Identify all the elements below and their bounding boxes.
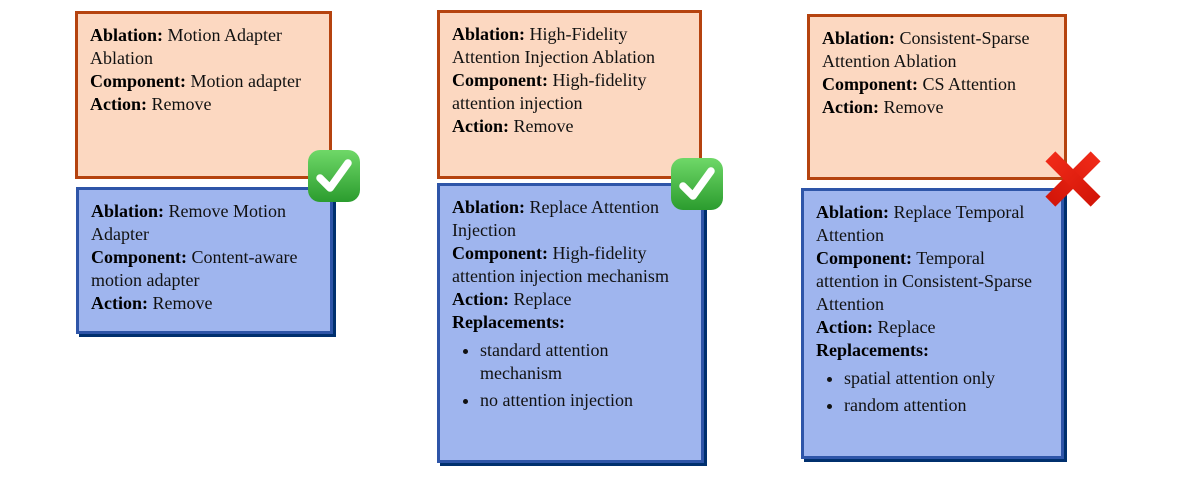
field-component: Component: Temporal attention in Consist… [816, 247, 1035, 316]
field-replacements: Replacements: [452, 311, 675, 334]
field-label: Component: [91, 247, 188, 267]
field-label: Ablation: [90, 25, 164, 45]
field-ablation: Ablation: High-Fidelity Attention Inject… [452, 23, 673, 69]
field-ablation: Ablation: Replace Attention Injection [452, 196, 675, 242]
replacement-item: no attention injection [480, 389, 675, 412]
field-label: Action: [452, 116, 509, 136]
replacement-item: spatial attention only [844, 367, 1035, 390]
field-component: Component: CS Attention [822, 73, 1038, 96]
check-mark-icon [308, 150, 360, 202]
field-value: High-Fidelity Attention Injection Ablati… [452, 24, 655, 67]
field-label: Component: [816, 248, 913, 268]
field-label: Action: [91, 293, 148, 313]
field-value: Remove [513, 116, 574, 136]
field-action: Action: Remove [822, 96, 1038, 119]
replacements-list: spatial attention only random attention [816, 367, 1035, 417]
cross-mark-icon [1045, 151, 1101, 207]
ablation-plan-box-1: Ablation: Remove Motion Adapter Componen… [76, 187, 333, 334]
field-value: Replace [877, 317, 936, 337]
ablation-spec-box-2: Ablation: High-Fidelity Attention Inject… [437, 10, 702, 179]
field-label: Action: [816, 317, 873, 337]
field-label: Replacements: [452, 312, 565, 332]
field-label: Ablation: [452, 24, 526, 44]
field-value: Replace [513, 289, 572, 309]
field-value: Remove Motion Adapter [91, 201, 287, 244]
field-action: Action: Replace [452, 288, 675, 311]
field-label: Component: [452, 243, 549, 263]
field-value: High-fidelity attention injection mechan… [452, 243, 669, 286]
replacement-item: standard attention mechanism [480, 339, 675, 385]
field-label: Component: [90, 71, 187, 91]
field-label: Action: [90, 94, 147, 114]
field-action: Action: Remove [90, 93, 303, 116]
replacement-item: random attention [844, 394, 1035, 417]
field-value: Motion Adapter Ablation [90, 25, 283, 68]
field-ablation: Ablation: Remove Motion Adapter [91, 200, 304, 246]
field-label: Component: [452, 70, 549, 90]
field-value: Temporal attention in Consistent-Sparse … [816, 248, 1032, 314]
field-label: Replacements: [816, 340, 929, 360]
check-mark-icon [671, 158, 723, 210]
field-value: Replace Attention Injection [452, 197, 659, 240]
field-label: Ablation: [822, 28, 896, 48]
field-ablation: Ablation: Motion Adapter Ablation [90, 24, 303, 70]
field-label: Ablation: [452, 197, 526, 217]
field-value: Replace Temporal Attention [816, 202, 1025, 245]
ablation-spec-box-3: Ablation: Consistent-Sparse Attention Ab… [807, 14, 1067, 180]
field-label: Component: [822, 74, 919, 94]
field-action: Action: Remove [452, 115, 673, 138]
field-action: Action: Replace [816, 316, 1035, 339]
field-component: Component: High-fidelity attention injec… [452, 242, 675, 288]
field-label: Action: [822, 97, 879, 117]
field-label: Action: [452, 289, 509, 309]
field-value: Remove [152, 293, 213, 313]
field-value: Consistent-Sparse Attention Ablation [822, 28, 1030, 71]
replacements-list: standard attention mechanism no attentio… [452, 339, 675, 412]
field-component: Component: Motion adapter [90, 70, 303, 93]
field-action: Action: Remove [91, 292, 304, 315]
ablation-spec-box-1: Ablation: Motion Adapter Ablation Compon… [75, 11, 332, 179]
field-value: High-fidelity attention injection [452, 70, 647, 113]
ablation-plan-box-2: Ablation: Replace Attention Injection Co… [437, 183, 704, 463]
field-value: Content-aware motion adapter [91, 247, 298, 290]
field-value: Motion adapter [190, 71, 301, 91]
field-replacements: Replacements: [816, 339, 1035, 362]
field-label: Ablation: [91, 201, 165, 221]
field-ablation: Ablation: Consistent-Sparse Attention Ab… [822, 27, 1038, 73]
field-component: Component: High-fidelity attention injec… [452, 69, 673, 115]
field-value: Remove [151, 94, 212, 114]
field-component: Component: Content-aware motion adapter [91, 246, 304, 292]
field-ablation: Ablation: Replace Temporal Attention [816, 201, 1035, 247]
field-label: Ablation: [816, 202, 890, 222]
field-value: Remove [883, 97, 944, 117]
ablation-plan-box-3: Ablation: Replace Temporal Attention Com… [801, 188, 1064, 459]
field-value: CS Attention [922, 74, 1017, 94]
